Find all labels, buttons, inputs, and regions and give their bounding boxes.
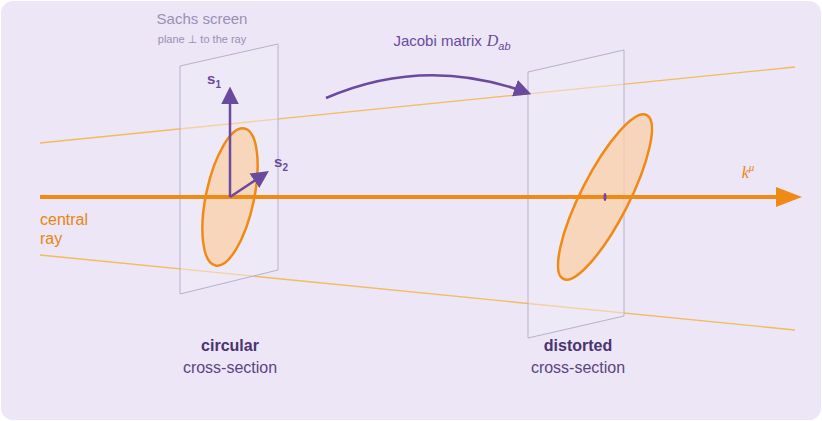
beam-edge <box>40 255 795 330</box>
section-label: distorted <box>544 336 612 355</box>
vector-index: 1 <box>215 79 221 90</box>
section-label: circular <box>201 336 259 355</box>
section-label: cross-section <box>531 359 625 376</box>
wave-vector-index: μ <box>749 161 755 173</box>
vector-label: s1 <box>207 69 221 91</box>
map-label: Jacobi matrix Dab <box>393 31 510 53</box>
mapping-arrow <box>326 75 528 98</box>
section-label: cross-section <box>183 359 277 376</box>
section-label: distorted <box>544 337 612 354</box>
beam-edge <box>40 67 795 143</box>
sachs-screen <box>180 44 278 294</box>
vector-label: s <box>207 70 215 87</box>
matrix-index: ab <box>498 40 510 52</box>
screen-title: Sachs screen <box>157 10 248 27</box>
section-label: cross-section <box>531 358 625 377</box>
screen-note: plane ⊥ to the ray <box>158 28 246 47</box>
map-label: Jacobi matrix <box>393 32 481 49</box>
matrix-symbol: D <box>487 32 499 49</box>
vector-label: s2 <box>274 152 288 174</box>
basis-vector <box>230 173 266 197</box>
section-label: circular <box>201 337 259 354</box>
section-label: cross-section <box>183 358 277 377</box>
center-dot <box>604 193 607 201</box>
screen-note: plane ⊥ to the ray <box>158 33 246 45</box>
wave-vector-label: kμ <box>742 161 755 182</box>
wave-vector-label: k <box>742 164 749 181</box>
vector-index: 2 <box>282 162 288 173</box>
basis-vector <box>229 90 232 197</box>
central-ray <box>40 195 780 199</box>
ray-label: central ray <box>38 210 104 248</box>
screen-title: Sachs screen <box>157 9 248 28</box>
ray-label: central ray <box>38 210 104 248</box>
vector-label: s <box>274 153 282 170</box>
ray-arrowhead <box>776 187 802 207</box>
